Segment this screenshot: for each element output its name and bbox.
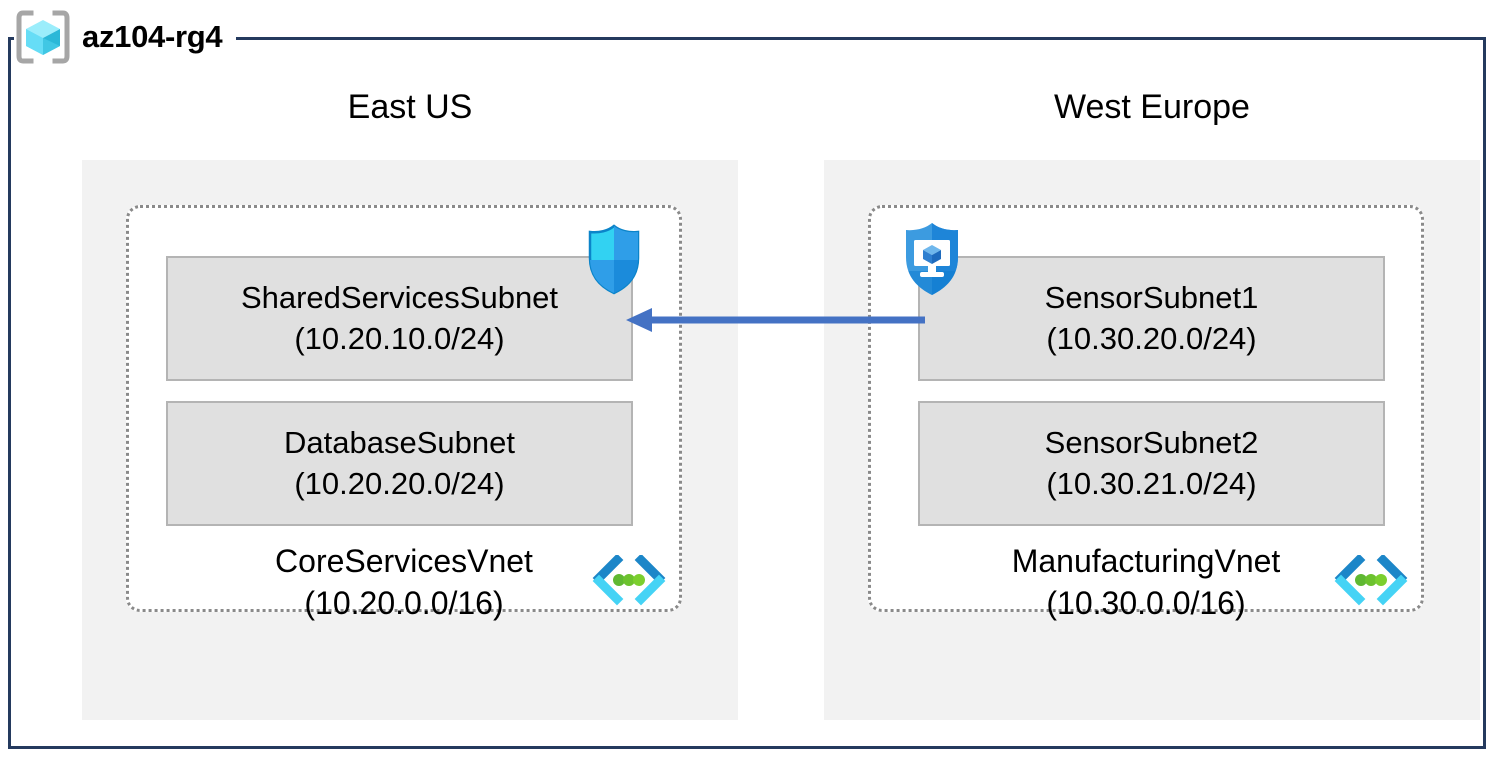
resource-group-frame [8,37,1486,749]
resource-group-name: az104-rg4 [82,19,223,54]
virtual-network-icon [1332,553,1410,612]
subnet-cidr: (10.30.21.0/24) [1046,465,1257,501]
subnet-name: SensorSubnet2 [1044,425,1259,461]
vnet-label-group: ManufacturingVnet (10.30.0.0/16) [871,540,1421,624]
defender-endpoint-shield-monitor-icon [897,219,967,304]
subnet-name: SharedServicesSubnet [240,280,559,316]
vnet-manufacturingvnet[interactable]: SensorSubnet1 (10.30.20.0/24) SensorSubn… [868,205,1424,621]
subnet-cidr: (10.20.10.0/24) [294,320,505,356]
subnet-sensorsubnet2[interactable]: SensorSubnet2 (10.30.21.0/24) [918,401,1385,526]
region-west-europe: West Europe SensorSubnet1 (10.30.20.0/24… [824,88,1480,720]
virtual-network-icon [590,553,668,612]
vnet-peering-arrow [620,300,930,340]
subnet-name: DatabaseSubnet [284,425,515,461]
subnet-sensorsubnet1[interactable]: SensorSubnet1 (10.30.20.0/24) [918,256,1385,381]
vnet-cidr: (10.30.0.0/16) [1046,585,1246,622]
network-security-group-shield-icon [581,222,647,301]
vnet-cidr: (10.20.0.0/16) [304,585,504,622]
region-title-east-us: East US [347,88,473,126]
subnet-name: SensorSubnet1 [1044,280,1259,316]
vnet-name: CoreServicesVnet [275,543,533,579]
resource-group-cube-icon [14,10,72,64]
vnet-label-group: CoreServicesVnet (10.20.0.0/16) [129,540,679,624]
vnet-name: ManufacturingVnet [1011,543,1281,579]
subnet-databasesubnet[interactable]: DatabaseSubnet (10.20.20.0/24) [166,401,633,526]
resource-group-header: az104-rg4 [14,8,237,66]
subnet-sharedservicessubnet[interactable]: SharedServicesSubnet (10.20.10.0/24) [166,256,633,381]
subnet-cidr: (10.20.20.0/24) [294,465,505,501]
subnet-cidr: (10.30.20.0/24) [1046,320,1257,356]
region-title-west-europe: West Europe [1054,88,1250,126]
vnet-coreservicesvnet[interactable]: SharedServicesSubnet (10.20.10.0/24) Dat… [126,205,682,621]
region-east-us: East US SharedServicesSubnet (10.20.10.0… [82,88,738,720]
